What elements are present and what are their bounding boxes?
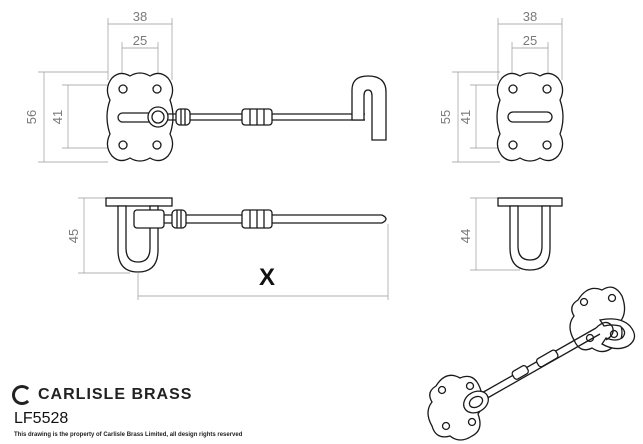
side-view: 38 25 55 41 xyxy=(438,9,564,163)
dim-side-width-inner: 25 xyxy=(523,33,537,48)
dim-front-width-inner: 25 xyxy=(133,33,147,48)
dim-side-height-outer: 55 xyxy=(438,110,453,124)
brand-name: CARLISLE BRASS xyxy=(38,386,193,403)
brand-mark-icon xyxy=(12,385,32,405)
dim-side-top-depth: 44 xyxy=(458,229,473,243)
dim-front-height-outer: 56 xyxy=(24,110,39,124)
front-view: 38 25 56 41 xyxy=(24,9,387,163)
brand-logo: CARLISLE BRASS xyxy=(12,385,192,405)
dim-side-width-outer: 38 xyxy=(523,9,537,24)
isometric-view xyxy=(427,286,636,441)
top-view: 45 X xyxy=(66,197,389,300)
dim-top-depth: 45 xyxy=(66,229,81,243)
dim-front-height-inner: 41 xyxy=(50,110,65,124)
dim-front-width-outer: 38 xyxy=(133,9,147,24)
copyright-note: This drawing is the property of Carlisle… xyxy=(14,432,243,438)
dim-side-height-inner: 41 xyxy=(458,110,473,124)
side-top-view: 44 xyxy=(458,197,563,271)
dim-length-label: X xyxy=(259,264,275,291)
product-code: LF5528 xyxy=(14,410,69,427)
